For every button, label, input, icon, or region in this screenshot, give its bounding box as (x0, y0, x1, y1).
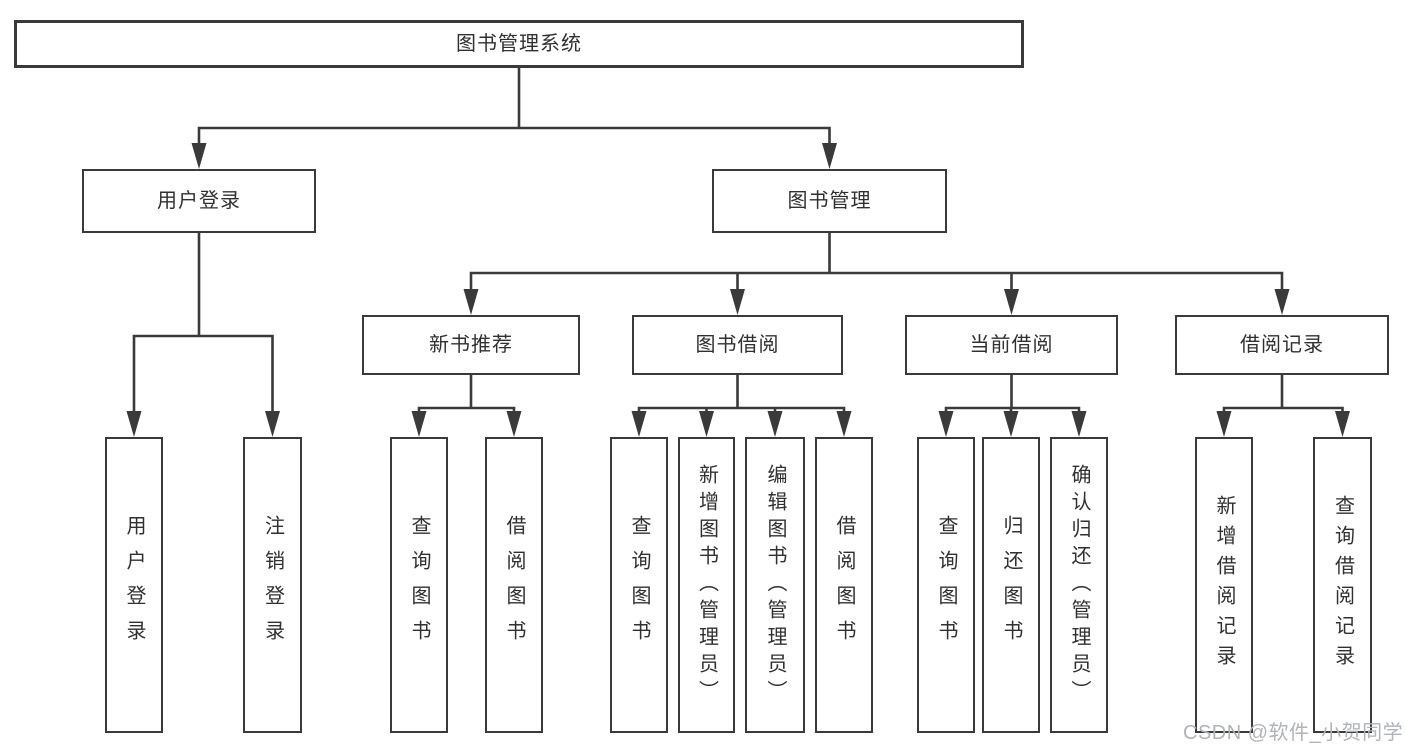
node-label-cb-return-books: 归还图书 (1000, 515, 1022, 655)
node-bb-edit-books: 编辑图书（管理员） (745, 437, 805, 733)
node-label-nb-borrow-books: 借阅图书 (503, 515, 525, 655)
node-label-nb-query-books: 查询图书 (408, 515, 430, 655)
node-bb-borrow-books: 借阅图书 (815, 437, 873, 733)
node-borrowing-records: 借阅记录 (1175, 315, 1389, 375)
node-book-borrowing: 图书借阅 (632, 315, 843, 375)
node-cb-query-books: 查询图书 (917, 437, 975, 733)
node-book-management: 图书管理 (712, 169, 947, 233)
node-label-user-login-leaf: 用户登录 (123, 515, 145, 655)
node-cb-confirm-return: 确认归还（管理员） (1050, 437, 1108, 733)
node-cb-return-books: 归还图书 (982, 437, 1040, 733)
node-label-bb-borrow-books: 借阅图书 (833, 515, 855, 655)
node-label-root: 图书管理系统 (456, 33, 582, 55)
node-bb-query-books: 查询图书 (610, 437, 668, 733)
node-user-login: 用户登录 (82, 169, 316, 233)
node-label-book-borrowing: 图书借阅 (695, 334, 780, 356)
node-bb-add-books: 新增图书（管理员） (678, 437, 735, 733)
node-user-login-leaf: 用户登录 (105, 437, 163, 733)
node-label-br-query-record: 查询借阅记录 (1331, 495, 1354, 675)
node-label-logout-leaf: 注销登录 (261, 515, 284, 655)
csdn-watermark: CSDN @软件_小贺同学 (1183, 722, 1404, 744)
node-br-add-record: 新增借阅记录 (1195, 437, 1253, 733)
node-label-br-add-record: 新增借阅记录 (1213, 495, 1235, 675)
node-root: 图书管理系统 (14, 20, 1024, 68)
node-label-bb-add-books: 新增图书（管理员） (695, 463, 718, 707)
node-label-user-login: 用户登录 (157, 190, 241, 212)
node-label-cb-query-books: 查询图书 (935, 515, 957, 655)
node-br-query-record: 查询借阅记录 (1313, 437, 1372, 733)
node-label-book-management: 图书管理 (787, 190, 872, 212)
node-label-bb-query-books: 查询图书 (628, 515, 650, 655)
node-label-borrowing-records: 借阅记录 (1240, 334, 1324, 356)
node-label-bb-edit-books: 编辑图书（管理员） (764, 463, 786, 707)
node-current-borrowing: 当前借阅 (905, 315, 1118, 375)
node-new-book-recommend: 新书推荐 (362, 315, 580, 375)
node-logout-leaf: 注销登录 (243, 437, 302, 733)
node-nb-borrow-books: 借阅图书 (485, 437, 543, 733)
node-label-cb-confirm-return: 确认归还（管理员） (1068, 463, 1090, 707)
node-nb-query-books: 查询图书 (390, 437, 448, 733)
node-label-new-book-recommend: 新书推荐 (429, 334, 513, 356)
node-label-current-borrowing: 当前借阅 (969, 334, 1054, 356)
